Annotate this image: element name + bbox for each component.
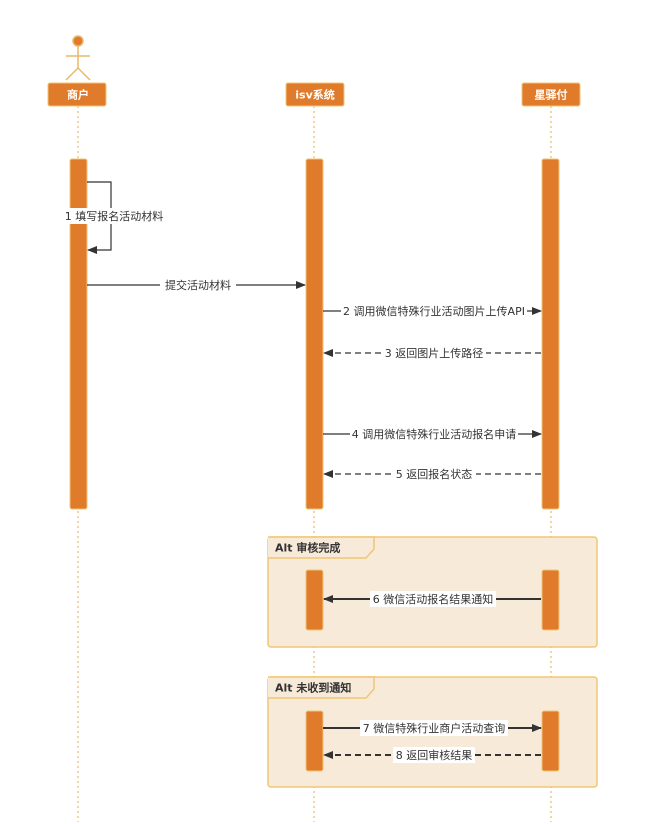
fragment-alt-approved-label: Alt 审核完成 bbox=[275, 541, 340, 555]
activation-xyf bbox=[541, 158, 560, 510]
activation-merchant bbox=[69, 158, 88, 510]
message-7-label: 7 微信特殊行业商户活动查询 bbox=[363, 721, 506, 735]
activation-isv bbox=[305, 158, 324, 510]
participant-merchant: 商户 bbox=[47, 82, 107, 107]
activation-isv-alt1 bbox=[305, 569, 324, 631]
message-7: 7 微信特殊行业商户活动查询 bbox=[323, 720, 542, 736]
message-2: 2 调用微信特殊行业活动图片上传API bbox=[323, 303, 542, 319]
participant-xyf-label: 星驿付 bbox=[535, 88, 568, 102]
message-submit-label: 提交活动材料 bbox=[165, 278, 231, 292]
participant-merchant-label: 商户 bbox=[67, 88, 89, 102]
actor-icon bbox=[65, 35, 91, 81]
message-5: 5 返回报名状态 bbox=[323, 466, 541, 482]
activation-xyf-alt2 bbox=[541, 710, 560, 772]
message-1: 1 填写报名活动材料 bbox=[64, 181, 164, 254]
message-3: 3 返回图片上传路径 bbox=[323, 345, 541, 361]
message-2-label: 2 调用微信特殊行业活动图片上传API bbox=[343, 304, 525, 318]
message-submit: 提交活动材料 bbox=[87, 277, 306, 293]
message-6-label: 6 微信活动报名结果通知 bbox=[373, 592, 494, 606]
participant-isv-label: isv系统 bbox=[295, 88, 335, 102]
activation-xyf-alt1 bbox=[541, 569, 560, 631]
fragment-alt-no-notice-label: Alt 未收到通知 bbox=[275, 681, 351, 695]
message-4: 4 调用微信特殊行业活动报名申请 bbox=[323, 426, 542, 442]
message-3-label: 3 返回图片上传路径 bbox=[385, 347, 484, 360]
message-6: 6 微信活动报名结果通知 bbox=[323, 591, 541, 607]
message-8-label: 8 返回审核结果 bbox=[396, 748, 473, 762]
message-5-label: 5 返回报名状态 bbox=[396, 467, 473, 481]
participant-isv: isv系统 bbox=[285, 82, 345, 107]
message-8: 8 返回审核结果 bbox=[323, 747, 541, 763]
activation-isv-alt2 bbox=[305, 710, 324, 772]
message-1-label: 1 填写报名活动材料 bbox=[65, 209, 164, 223]
participant-xyf: 星驿付 bbox=[521, 82, 581, 107]
message-4-label: 4 调用微信特殊行业活动报名申请 bbox=[352, 427, 517, 441]
